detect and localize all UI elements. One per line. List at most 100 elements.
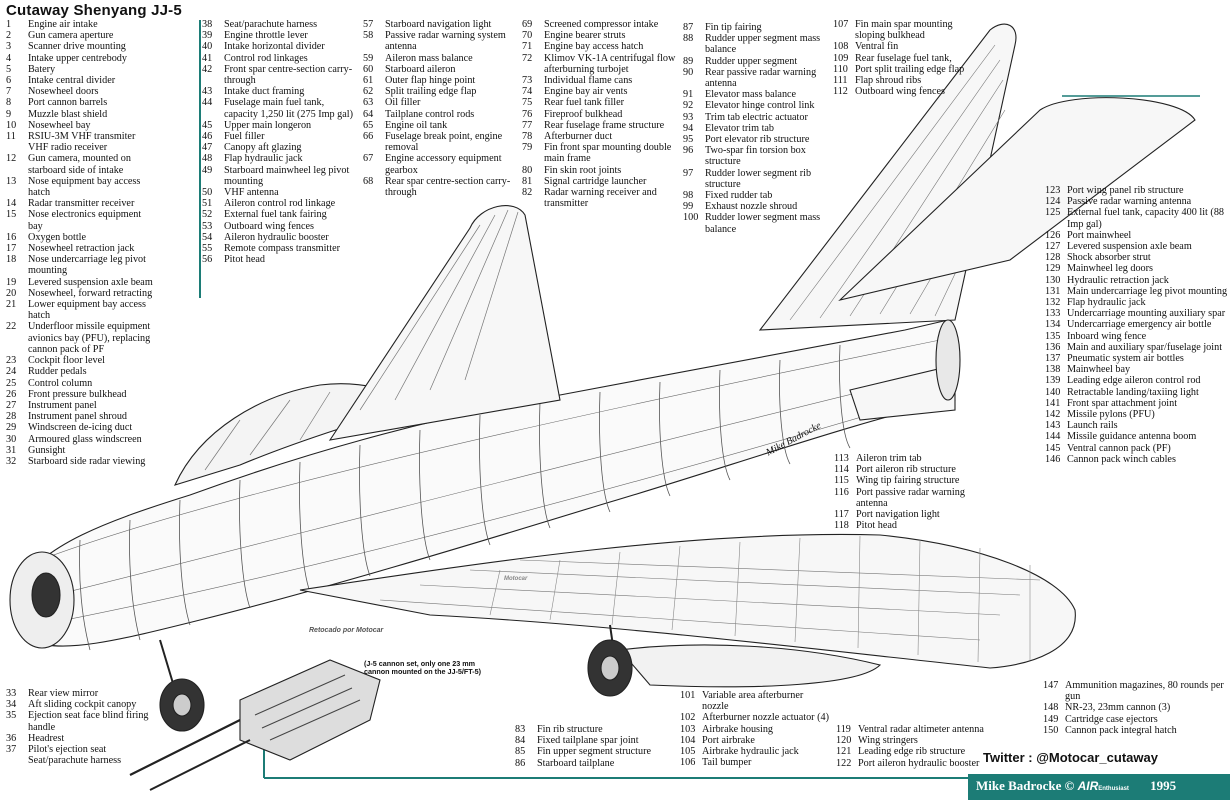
key-item-number: 76 [522,108,533,120]
key-item-label: Oxygen bottle [28,231,87,243]
key-item-label: Variable area afterburner nozzle [702,690,804,713]
key-item-number: 27 [6,399,17,411]
key-item-label: Intake central divider [28,75,116,87]
key-item-label: Nose undercarriage leg pivot mounting [28,254,146,277]
key-item-label: Nosewheel doors [28,86,99,98]
key-item-label: Cannon pack winch cables [1067,453,1176,465]
key-item-label: Klimov VK-1A centrifugal flow afterburni… [544,52,676,75]
key-item-label: Port aileron hydraulic booster [858,757,980,769]
key-item-label: Muzzle blast shield [28,108,108,120]
key-item: 80 Fin skin root joints [522,165,677,176]
key-item-label: Engine throttle lever [224,30,308,42]
key-item-label: Elevator mass balance [705,89,797,101]
key-item-number: 25 [6,377,17,389]
publisher-brand: AIR [1077,779,1099,793]
key-item-label: Fin front spar mounting double main fram… [544,142,672,165]
key-item-number: 132 [1045,297,1061,309]
key-item-label: Ejection seat face blind firing handle [28,710,149,733]
retouch-watermark: Retocado por Motocar [309,627,384,634]
key-item-label: Undercarriage emergency air bottle [1067,319,1212,331]
key-item-number: 113 [834,453,849,464]
key-item-label: Ventral fin [855,41,899,53]
key-item-label: Pneumatic system air bottles [1067,353,1184,365]
key-item-number: 129 [1045,263,1061,275]
key-item-label: Ammunition magazines, 80 rounds per gun [1065,680,1224,703]
key-item-label: Fixed tailplane spar joint [537,735,639,747]
key-item-number: 83 [515,724,526,735]
key-item-label: Missile pylons (PFU) [1067,409,1155,421]
fuselage-frames [79,344,851,651]
key-item-label: Split trailing edge flap [385,86,477,98]
key-item-number: 20 [6,287,17,299]
key-item-label: Rudder lower segment mass balance [705,212,821,235]
key-item-number: 100 [683,212,699,224]
key-item-label: NR-23, 23mm cannon (3) [1065,702,1171,714]
key-item-number: 71 [522,41,533,53]
key-item-label: Intake upper centrebody [28,52,127,64]
key-item-label: Two-spar fin torsion box structure [705,145,806,168]
key-item-number: 21 [6,299,17,311]
key-item-number: 131 [1045,285,1061,297]
key-item-number: 106 [680,757,696,769]
key-item-number: 138 [1045,364,1061,376]
key-item-number: 5 [6,63,12,75]
key-item-number: 102 [680,712,696,724]
key-item-number: 111 [833,75,848,87]
key-item-number: 54 [202,231,213,243]
key-item-number: 70 [522,30,533,42]
key-item-number: 2 [6,30,12,42]
key-item-label: Fin skin root joints [544,164,622,176]
key-item-label: Instrument panel [28,399,97,411]
key-item-label: Engine bay access hatch [544,41,644,53]
key-item-number: 37 [6,744,17,756]
cannon-magazines [254,674,361,741]
key-item-number: 80 [522,164,533,176]
key-item-label: Hydraulic retraction jack [1067,274,1169,286]
key-item-number: 103 [680,723,696,735]
key-item-label: Windscreen de-icing duct [28,422,133,434]
key-item-label: Shock absorber strut [1067,252,1151,264]
key-item-label: Pilot's ejection seat Seat/parachute har… [28,744,122,767]
key-item-number: 104 [680,734,696,746]
key-item-number: 81 [522,175,533,187]
key-item-label: Front spar centre-section carry-through [224,63,353,87]
key-item-number: 16 [6,231,17,243]
